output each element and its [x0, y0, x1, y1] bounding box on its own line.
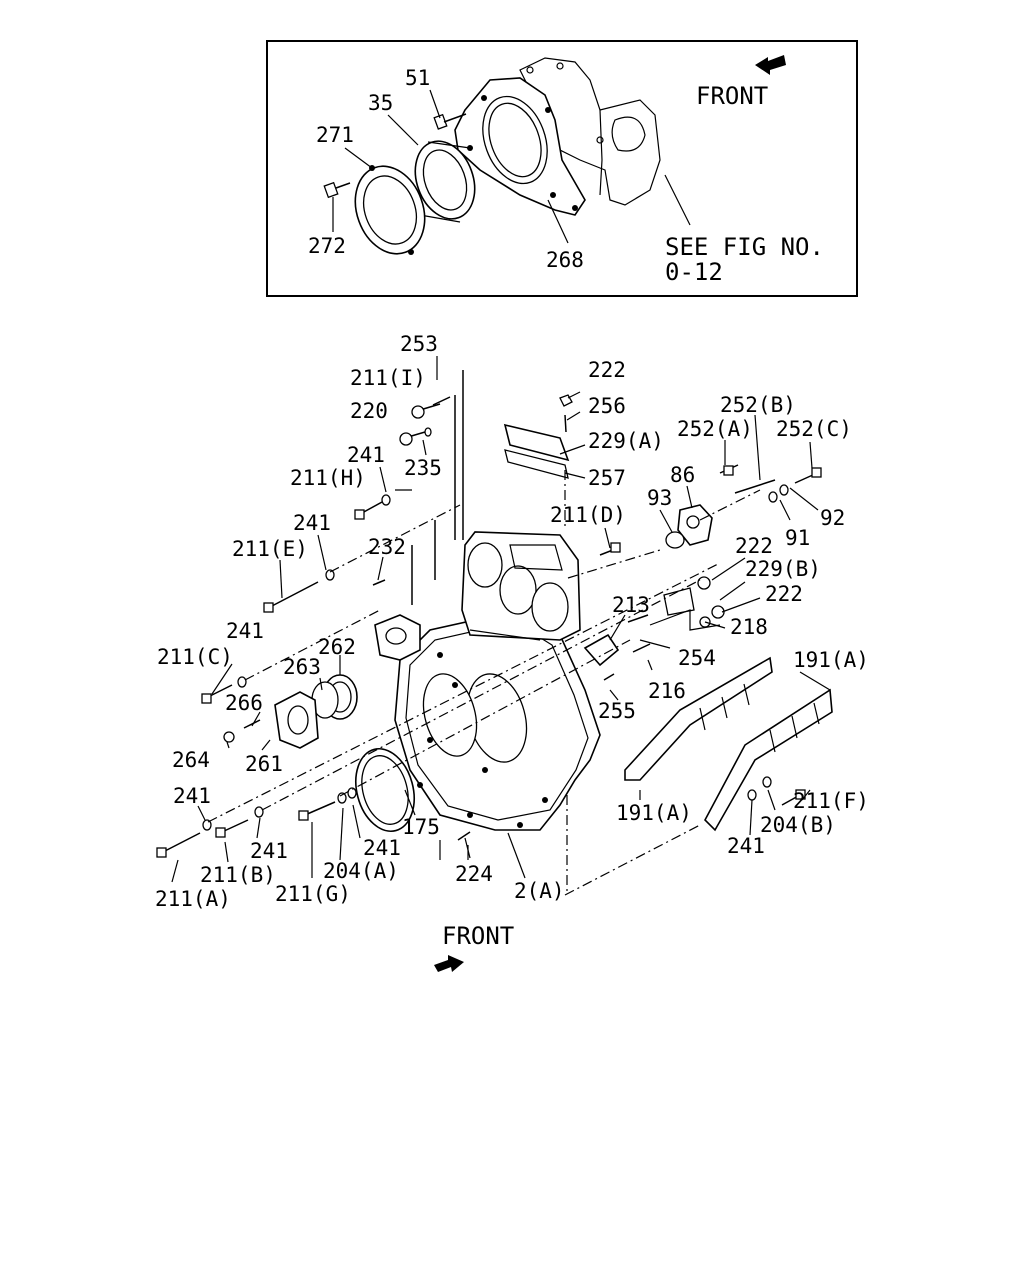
label-218: 218: [730, 615, 768, 639]
label-241-g: 241: [727, 834, 765, 858]
gear-case-upper: [461, 531, 581, 641]
label-224: 224: [455, 862, 493, 886]
label-252c: 252(C): [776, 417, 852, 441]
part-261-housing: [374, 614, 421, 661]
part-86-fitting: [677, 504, 713, 546]
label-252b: 252(B): [720, 393, 796, 417]
part-175-seal: [355, 747, 415, 833]
inset-panel: FRONT SEE FIG NO. 0-12 51 35 271 272 268: [266, 40, 858, 297]
label-86: 86: [670, 463, 695, 487]
label-261: 261: [245, 752, 283, 776]
part-213-plate: [583, 633, 620, 667]
label-211e: 211(E): [232, 537, 308, 561]
label-257: 257: [588, 466, 626, 490]
label-229b: 229(B): [745, 557, 821, 581]
label-211h: 211(H): [290, 466, 366, 490]
label-252a: 252(A): [677, 417, 753, 441]
label-222-c: 222: [765, 582, 803, 606]
alignment-lines: [207, 370, 761, 896]
flywheel-housing: [394, 609, 601, 831]
label-241-f: 241: [363, 836, 401, 860]
part-35-seal: [414, 140, 476, 223]
label-262: 262: [318, 635, 356, 659]
label-211b: 211(B): [200, 863, 276, 887]
label-241-a: 241: [347, 443, 385, 467]
label-92: 92: [820, 506, 845, 530]
label-211g: 211(G): [275, 882, 351, 906]
label-266: 266: [225, 691, 263, 715]
part-93-oring: [665, 531, 685, 549]
label-264: 264: [172, 748, 210, 772]
label-222-b: 222: [735, 534, 773, 558]
label-241-b: 241: [293, 511, 331, 535]
see-fig-line2: 0-12: [665, 258, 723, 286]
inset-front-label: FRONT: [696, 82, 768, 110]
label-91: 91: [785, 526, 810, 550]
label-255: 255: [598, 699, 636, 723]
label-254: 254: [678, 646, 716, 670]
label-268: 268: [546, 248, 584, 272]
main-front-label: FRONT: [442, 922, 514, 950]
label-253: 253: [400, 332, 438, 356]
label-93: 93: [647, 486, 672, 510]
part-262-263-seals: [311, 674, 358, 720]
part-labels: 253 211(I) 220 235 241 211(H) 241 211(E)…: [155, 332, 869, 911]
label-2a: 2(A): [514, 879, 565, 903]
label-271: 271: [316, 123, 354, 147]
part-261-cover: [274, 691, 319, 749]
label-241-e: 241: [250, 839, 288, 863]
inset-front-arrow-icon: [755, 55, 786, 75]
label-220: 220: [350, 399, 388, 423]
label-204b: 204(B): [760, 813, 836, 837]
main-exploded-view: FRONT 253 211(I) 220 235 241 211(H) 241 …: [155, 332, 869, 972]
label-211i: 211(I): [350, 366, 426, 390]
label-222-a: 222: [588, 358, 626, 382]
label-211d: 211(D): [550, 503, 626, 527]
label-211a: 211(A): [155, 887, 231, 911]
bolts: [156, 396, 822, 858]
label-204a: 204(A): [323, 859, 399, 883]
see-fig-line1: SEE FIG NO.: [665, 233, 824, 261]
part-271-carrier: [354, 165, 426, 255]
label-35: 35: [368, 91, 393, 115]
label-272: 272: [308, 234, 346, 258]
label-211f: 211(F): [793, 789, 869, 813]
part-268-retainer: [454, 77, 586, 216]
engine-block-outline: [519, 57, 661, 206]
label-191a-2: 191(A): [616, 801, 692, 825]
part-257-cover-plate: [503, 423, 570, 479]
label-213: 213: [612, 593, 650, 617]
label-232: 232: [368, 535, 406, 559]
main-front-arrow-icon: [434, 955, 464, 972]
part-272-bolt: [323, 181, 351, 199]
main-leaders: [171, 356, 831, 883]
washers-nuts: [202, 394, 789, 831]
inset-leaders: [332, 89, 691, 244]
label-235: 235: [404, 456, 442, 480]
part-51-bolt: [433, 113, 467, 130]
part-229b-fittings: [663, 576, 725, 628]
label-256: 256: [588, 394, 626, 418]
part-191a-rail-lower: [704, 688, 833, 832]
label-51: 51: [405, 66, 430, 90]
label-241-c: 241: [226, 619, 264, 643]
part-191a-rail-upper: [624, 656, 773, 781]
label-175: 175: [402, 815, 440, 839]
label-211c: 211(C): [157, 645, 233, 669]
label-216: 216: [648, 679, 686, 703]
label-229a: 229(A): [588, 429, 664, 453]
label-191a-1: 191(A): [793, 648, 869, 672]
label-241-d: 241: [173, 784, 211, 808]
label-263: 263: [283, 655, 321, 679]
